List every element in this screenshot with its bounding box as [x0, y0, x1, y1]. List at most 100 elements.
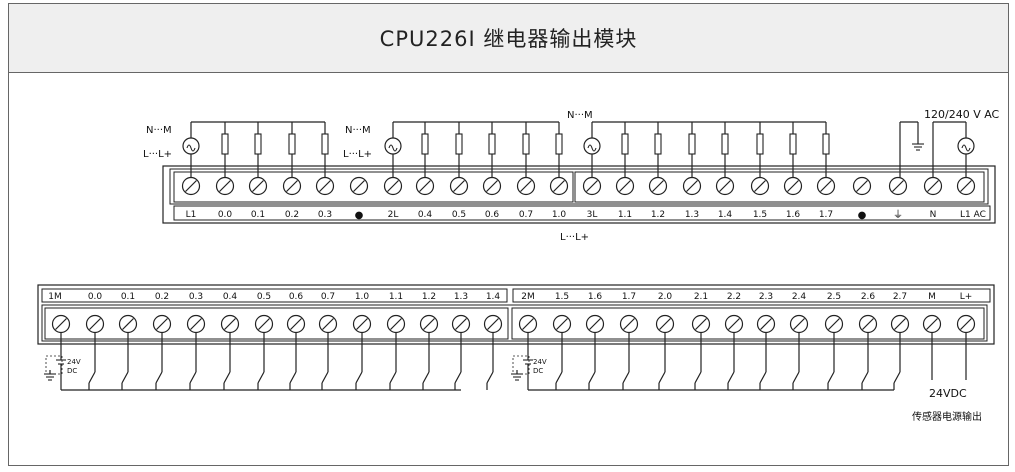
load-resistor — [555, 133, 563, 155]
terminal-screw-slot — [728, 318, 740, 330]
ac-wave-symbol — [388, 144, 398, 152]
terminal-screw-slot — [353, 180, 365, 192]
load-resistor — [488, 133, 496, 155]
bottom-label: 1.4 — [486, 292, 501, 302]
terminal-screw-slot — [252, 180, 264, 192]
top-label: 0.1 — [251, 210, 265, 220]
ac-wave-symbol — [186, 144, 196, 152]
terminal-screw-slot — [423, 318, 435, 330]
bottom-label-row-1 — [41, 288, 508, 303]
load-resistor — [321, 133, 329, 155]
terminal-screw-slot — [290, 318, 302, 330]
terminal-screw-slot — [322, 318, 334, 330]
terminal-screw-slot — [553, 180, 565, 192]
dc-dc-label-1: DC — [67, 367, 77, 375]
terminal-screw-slot — [556, 318, 568, 330]
bottom-label: 2.2 — [727, 292, 741, 302]
top-label: 3L — [587, 210, 598, 220]
input-switch — [893, 371, 901, 384]
input-switch — [694, 371, 702, 384]
sensor-power-label: 传感器电源输出 — [912, 410, 982, 423]
input-switch — [389, 371, 397, 384]
load-resistor — [822, 133, 830, 155]
n-m-label-3: N···M — [567, 110, 593, 121]
input-switch — [658, 371, 666, 384]
top-label: 1.2 — [651, 210, 665, 220]
dc-dc-label-2: DC — [533, 367, 543, 375]
terminal-screw-slot — [190, 318, 202, 330]
load-resistor — [421, 133, 429, 155]
terminal-screws — [51, 176, 976, 334]
terminal-screw-slot — [455, 318, 467, 330]
top-label: 0.3 — [318, 210, 332, 220]
terminal-screw-slot — [185, 180, 197, 192]
load-resistor — [654, 133, 662, 155]
terminal-screw-slot — [156, 318, 168, 330]
module-frame: CPU226I 继电器输出模块 — [8, 3, 1009, 466]
input-switch — [622, 371, 630, 384]
ac-source-symbol — [957, 137, 975, 155]
ac-wave-symbol — [961, 144, 971, 152]
terminal-screw-slot — [520, 180, 532, 192]
terminal-screw-slot — [122, 318, 134, 330]
bottom-label: 2.1 — [694, 292, 708, 302]
terminal-screw-slot — [522, 318, 534, 330]
input-switch — [422, 371, 430, 384]
terminal-screw-slot — [659, 318, 671, 330]
load-resistor — [254, 133, 262, 155]
input-switch — [827, 371, 835, 384]
terminal-screw-slot — [960, 318, 972, 330]
dc-24v-label-2: 24V — [533, 358, 547, 366]
top-label: 1.6 — [786, 210, 801, 220]
top-label: 1.4 — [718, 210, 733, 220]
dc-supply-box — [512, 355, 530, 375]
wires — [44, 121, 975, 391]
input-switch — [727, 371, 735, 384]
bottom-label: 1.6 — [588, 292, 603, 302]
bottom-label: 0.2 — [155, 292, 169, 302]
top-label: 0.6 — [485, 210, 500, 220]
top-label: 0.7 — [519, 210, 533, 220]
l-l-label-2: L···L+ — [343, 149, 372, 160]
input-switch — [155, 371, 163, 384]
terminal-screw-slot — [787, 180, 799, 192]
bottom-label: 2.3 — [759, 292, 773, 302]
terminal-screw-slot — [89, 318, 101, 330]
bottom-label: 0.1 — [121, 292, 135, 302]
top-label: 0.5 — [452, 210, 466, 220]
terminal-screw-slot — [55, 318, 67, 330]
terminal-screw-slot — [828, 318, 840, 330]
terminal-screw-slot — [219, 180, 231, 192]
terminal-screw-slot — [820, 180, 832, 192]
input-switch — [189, 371, 197, 384]
terminal-screw-slot — [652, 180, 664, 192]
terminal-screw-slot — [487, 318, 499, 330]
bottom-label: 1.3 — [454, 292, 468, 302]
bottom-label: 1.1 — [389, 292, 403, 302]
input-switch — [88, 371, 96, 384]
terminal-screw-slot — [760, 318, 772, 330]
bottom-label: 1.2 — [422, 292, 436, 302]
terminal-screw-slot — [623, 318, 635, 330]
terminal-screw-slot — [619, 180, 631, 192]
top-label: 1.7 — [819, 210, 833, 220]
bottom-label: 0.7 — [321, 292, 335, 302]
ac-supply-label: 120/240 V AC — [924, 108, 1000, 121]
bottom-strip-section-1 — [44, 307, 509, 340]
terminal-screw-slot — [258, 318, 270, 330]
terminal-screw-slot — [319, 180, 331, 192]
terminal-screw-slot — [390, 318, 402, 330]
bottom-label-row-2 — [512, 288, 991, 303]
bottom-strip-section-2 — [511, 307, 985, 340]
input-switch — [555, 371, 563, 384]
input-switch — [759, 371, 767, 384]
terminal-screw-slot — [695, 318, 707, 330]
input-switch — [223, 371, 231, 384]
top-label: 1.5 — [753, 210, 767, 220]
ac-source-symbol — [583, 137, 601, 155]
top-label-dot: ● — [858, 210, 867, 221]
top-label-ground: ⏚ — [893, 209, 903, 221]
terminal-screw-slot — [286, 180, 298, 192]
terminal-screw-slot — [719, 180, 731, 192]
